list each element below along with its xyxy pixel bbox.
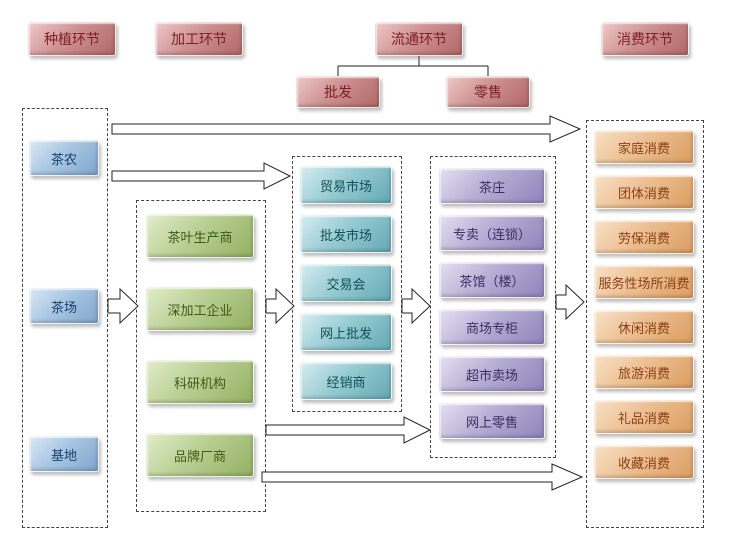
node-wholesale-market: 批发市场 [300,215,392,253]
node-household-consumption: 家庭消费 [594,130,694,164]
stage-circulation: 流通环节 [375,22,463,56]
stage-planting: 种植环节 [28,22,116,56]
stage-consumption: 消费环节 [601,22,689,56]
node-labor-welfare-consumption: 劳保消费 [594,220,694,254]
node-tourism-consumption: 旅游消费 [594,355,694,389]
node-mall-counter: 商场专柜 [439,309,545,345]
node-group-consumption: 团体消费 [594,175,694,209]
stage-processing: 加工环节 [155,22,243,56]
arrow-base-to-consumption [261,463,584,491]
arrow-farmer-to-consumption [111,115,582,143]
node-tea-farmer: 茶农 [29,140,99,176]
node-leisure-consumption: 休闲消费 [594,310,694,344]
node-research-institute: 科研机构 [146,360,254,404]
node-collection-consumption: 收藏消费 [594,445,694,479]
group-wholesale-channels [292,156,402,412]
node-trade-market: 贸易市场 [300,166,392,204]
node-distributor: 经销商 [300,362,392,400]
node-tea-producer: 茶叶生产商 [146,214,254,258]
arrow-processing-to-wholesale [265,287,295,325]
node-teahouse-building: 茶馆（楼） [439,262,545,298]
node-supermarket: 超市卖场 [439,356,545,392]
node-brand-manufacturer: 品牌厂商 [146,433,254,477]
node-online-wholesale: 网上批发 [300,313,392,351]
arrow-farmer-to-wholesale [111,162,292,190]
group-processing-entities [136,200,266,512]
node-tea-farm: 茶场 [29,288,99,324]
stage-wholesale: 批发 [296,76,380,108]
arrow-retail-to-consumption [555,283,585,321]
arrow-processing-to-online-retail [265,416,432,444]
node-base: 基地 [29,436,99,472]
node-franchise-store: 专卖（连锁） [439,215,545,251]
arrow-wholesale-to-retail [401,287,431,325]
node-service-venue-consumption: 服务性场所消费 [594,265,694,299]
node-deep-processing-enterprise: 深加工企业 [146,287,254,331]
arrow-farm-to-processing [107,287,139,325]
node-trade-fair: 交易会 [300,264,392,302]
node-online-retail: 网上零售 [439,403,545,439]
node-tea-house: 茶庄 [439,168,545,204]
circulation-branch-connector [337,56,489,76]
group-consumption-types [586,120,704,528]
stage-retail: 零售 [446,76,530,108]
node-gift-consumption: 礼品消费 [594,400,694,434]
